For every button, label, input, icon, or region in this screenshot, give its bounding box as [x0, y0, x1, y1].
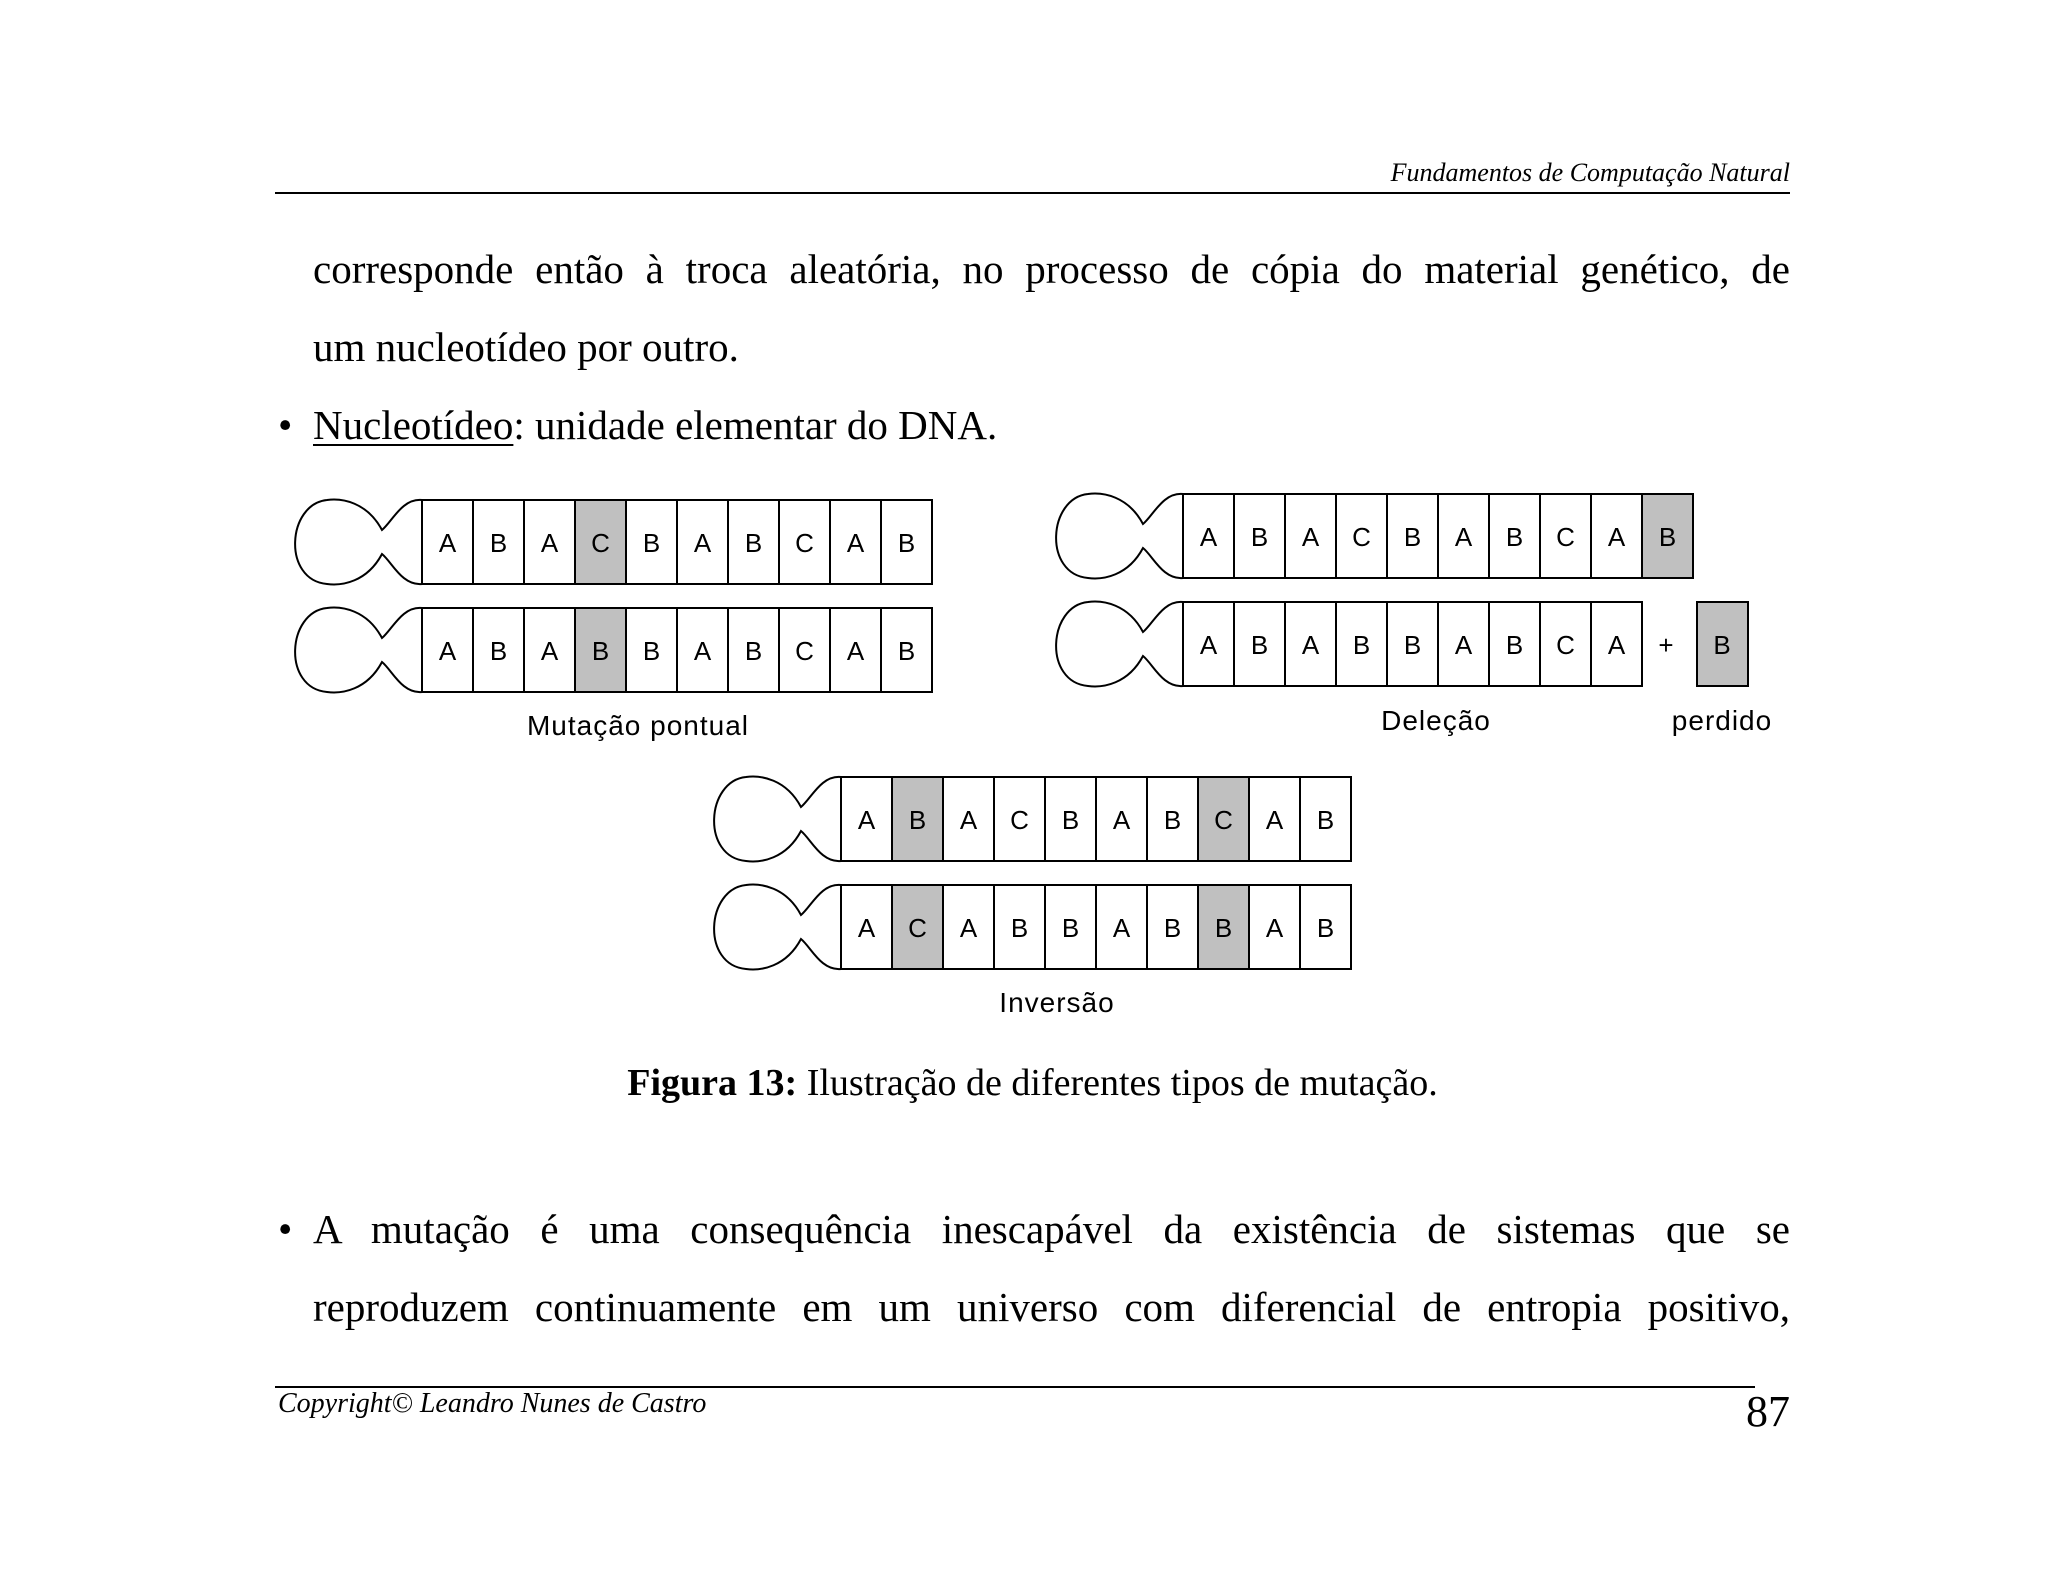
nucleotide-label: B: [1062, 913, 1079, 943]
nucleotide-label: B: [490, 528, 507, 558]
nucleotide-label: A: [960, 805, 978, 835]
nucleotide-label: A: [847, 636, 865, 666]
figure-number: Figura 13:: [627, 1062, 797, 1104]
nucleotide-label: B: [1251, 630, 1268, 660]
nucleotide-label: A: [1200, 630, 1218, 660]
page-number: 87: [1746, 1388, 1790, 1436]
nucleotide-label: B: [1353, 630, 1370, 660]
chromosome-head: [1056, 494, 1183, 579]
nucleotide-label: B: [1317, 805, 1334, 835]
nucleotide-label: A: [1266, 805, 1284, 835]
panel-label-point-mutation: Mutação pontual: [527, 710, 749, 741]
nucleotide-label: A: [694, 636, 712, 666]
nucleotide-label: B: [1011, 913, 1028, 943]
chromosome-head: [714, 777, 841, 862]
nucleotide-label: A: [541, 636, 559, 666]
nucleotide-label: A: [1113, 913, 1131, 943]
nucleotide-label: C: [1556, 522, 1575, 552]
nucleotide-label: C: [795, 636, 814, 666]
chromosome-head: [295, 608, 422, 693]
footer-copyright: Copyright© Leandro Nunes de Castro: [278, 1388, 706, 1420]
panel-label-deletion: Deleção: [1381, 705, 1491, 736]
nucleotide-label: B: [643, 636, 660, 666]
nucleotide-label: C: [795, 528, 814, 558]
nucleotide-label: C: [1352, 522, 1371, 552]
nucleotide-label: A: [439, 528, 457, 558]
nucleotide-label: A: [1608, 630, 1626, 660]
nucleotide-label: A: [439, 636, 457, 666]
nucleotide-label: B: [1215, 913, 1232, 943]
chromosome-head: [295, 500, 422, 585]
nucleotide-label: A: [1113, 805, 1131, 835]
nucleotide-label: B: [1062, 805, 1079, 835]
nucleotide-label: B: [1506, 630, 1523, 660]
nucleotide-label: B: [592, 636, 609, 666]
nucleotide-label: B: [1251, 522, 1268, 552]
nucleotide-label: B: [898, 528, 915, 558]
nucleotide-label: A: [1608, 522, 1626, 552]
plus-sign: +: [1658, 630, 1673, 660]
nucleotide-label: B: [745, 528, 762, 558]
nucleotide-label: A: [1302, 630, 1320, 660]
bullet-mutacao-line-2: reproduzem continuamente em um universo …: [313, 1268, 1790, 1346]
nucleotide-label: B: [1506, 522, 1523, 552]
bullet-mutacao-line-1: A mutação é uma consequência inescapável…: [313, 1190, 1790, 1268]
nucleotide-label: C: [1214, 805, 1233, 835]
lost-label: perdido: [1672, 705, 1772, 736]
nucleotide-label: A: [1266, 913, 1284, 943]
nucleotide-label: B: [1404, 630, 1421, 660]
nucleotide-label: B: [909, 805, 926, 835]
nucleotide-label: B: [643, 528, 660, 558]
nucleotide-label: A: [541, 528, 559, 558]
nucleotide-label: B: [490, 636, 507, 666]
nucleotide-label: A: [1302, 522, 1320, 552]
figure-caption: Figura 13: Ilustração de diferentes tipo…: [275, 1060, 1790, 1106]
nucleotide-label: B: [1164, 805, 1181, 835]
nucleotide-label: A: [847, 528, 865, 558]
chromosome-head: [714, 885, 841, 970]
nucleotide-label: B: [1659, 522, 1676, 552]
lost-nucleotide-label: B: [1713, 630, 1730, 660]
nucleotide-label: A: [858, 913, 876, 943]
nucleotide-label: A: [858, 805, 876, 835]
nucleotide-label: C: [591, 528, 610, 558]
chromosome-head: [1056, 602, 1183, 687]
nucleotide-label: A: [1200, 522, 1218, 552]
nucleotide-label: C: [1556, 630, 1575, 660]
nucleotide-label: A: [694, 528, 712, 558]
nucleotide-label: B: [745, 636, 762, 666]
nucleotide-label: B: [1164, 913, 1181, 943]
nucleotide-label: A: [960, 913, 978, 943]
nucleotide-label: A: [1455, 522, 1473, 552]
panel-label-inversion: Inversão: [999, 987, 1114, 1018]
nucleotide-label: C: [1010, 805, 1029, 835]
figure-caption-text: Ilustração de diferentes tipos de mutaçã…: [797, 1062, 1437, 1104]
nucleotide-label: C: [908, 913, 927, 943]
bullet-marker: •: [278, 1190, 292, 1268]
nucleotide-label: B: [1404, 522, 1421, 552]
nucleotide-label: B: [1317, 913, 1334, 943]
nucleotide-label: A: [1455, 630, 1473, 660]
nucleotide-label: B: [898, 636, 915, 666]
